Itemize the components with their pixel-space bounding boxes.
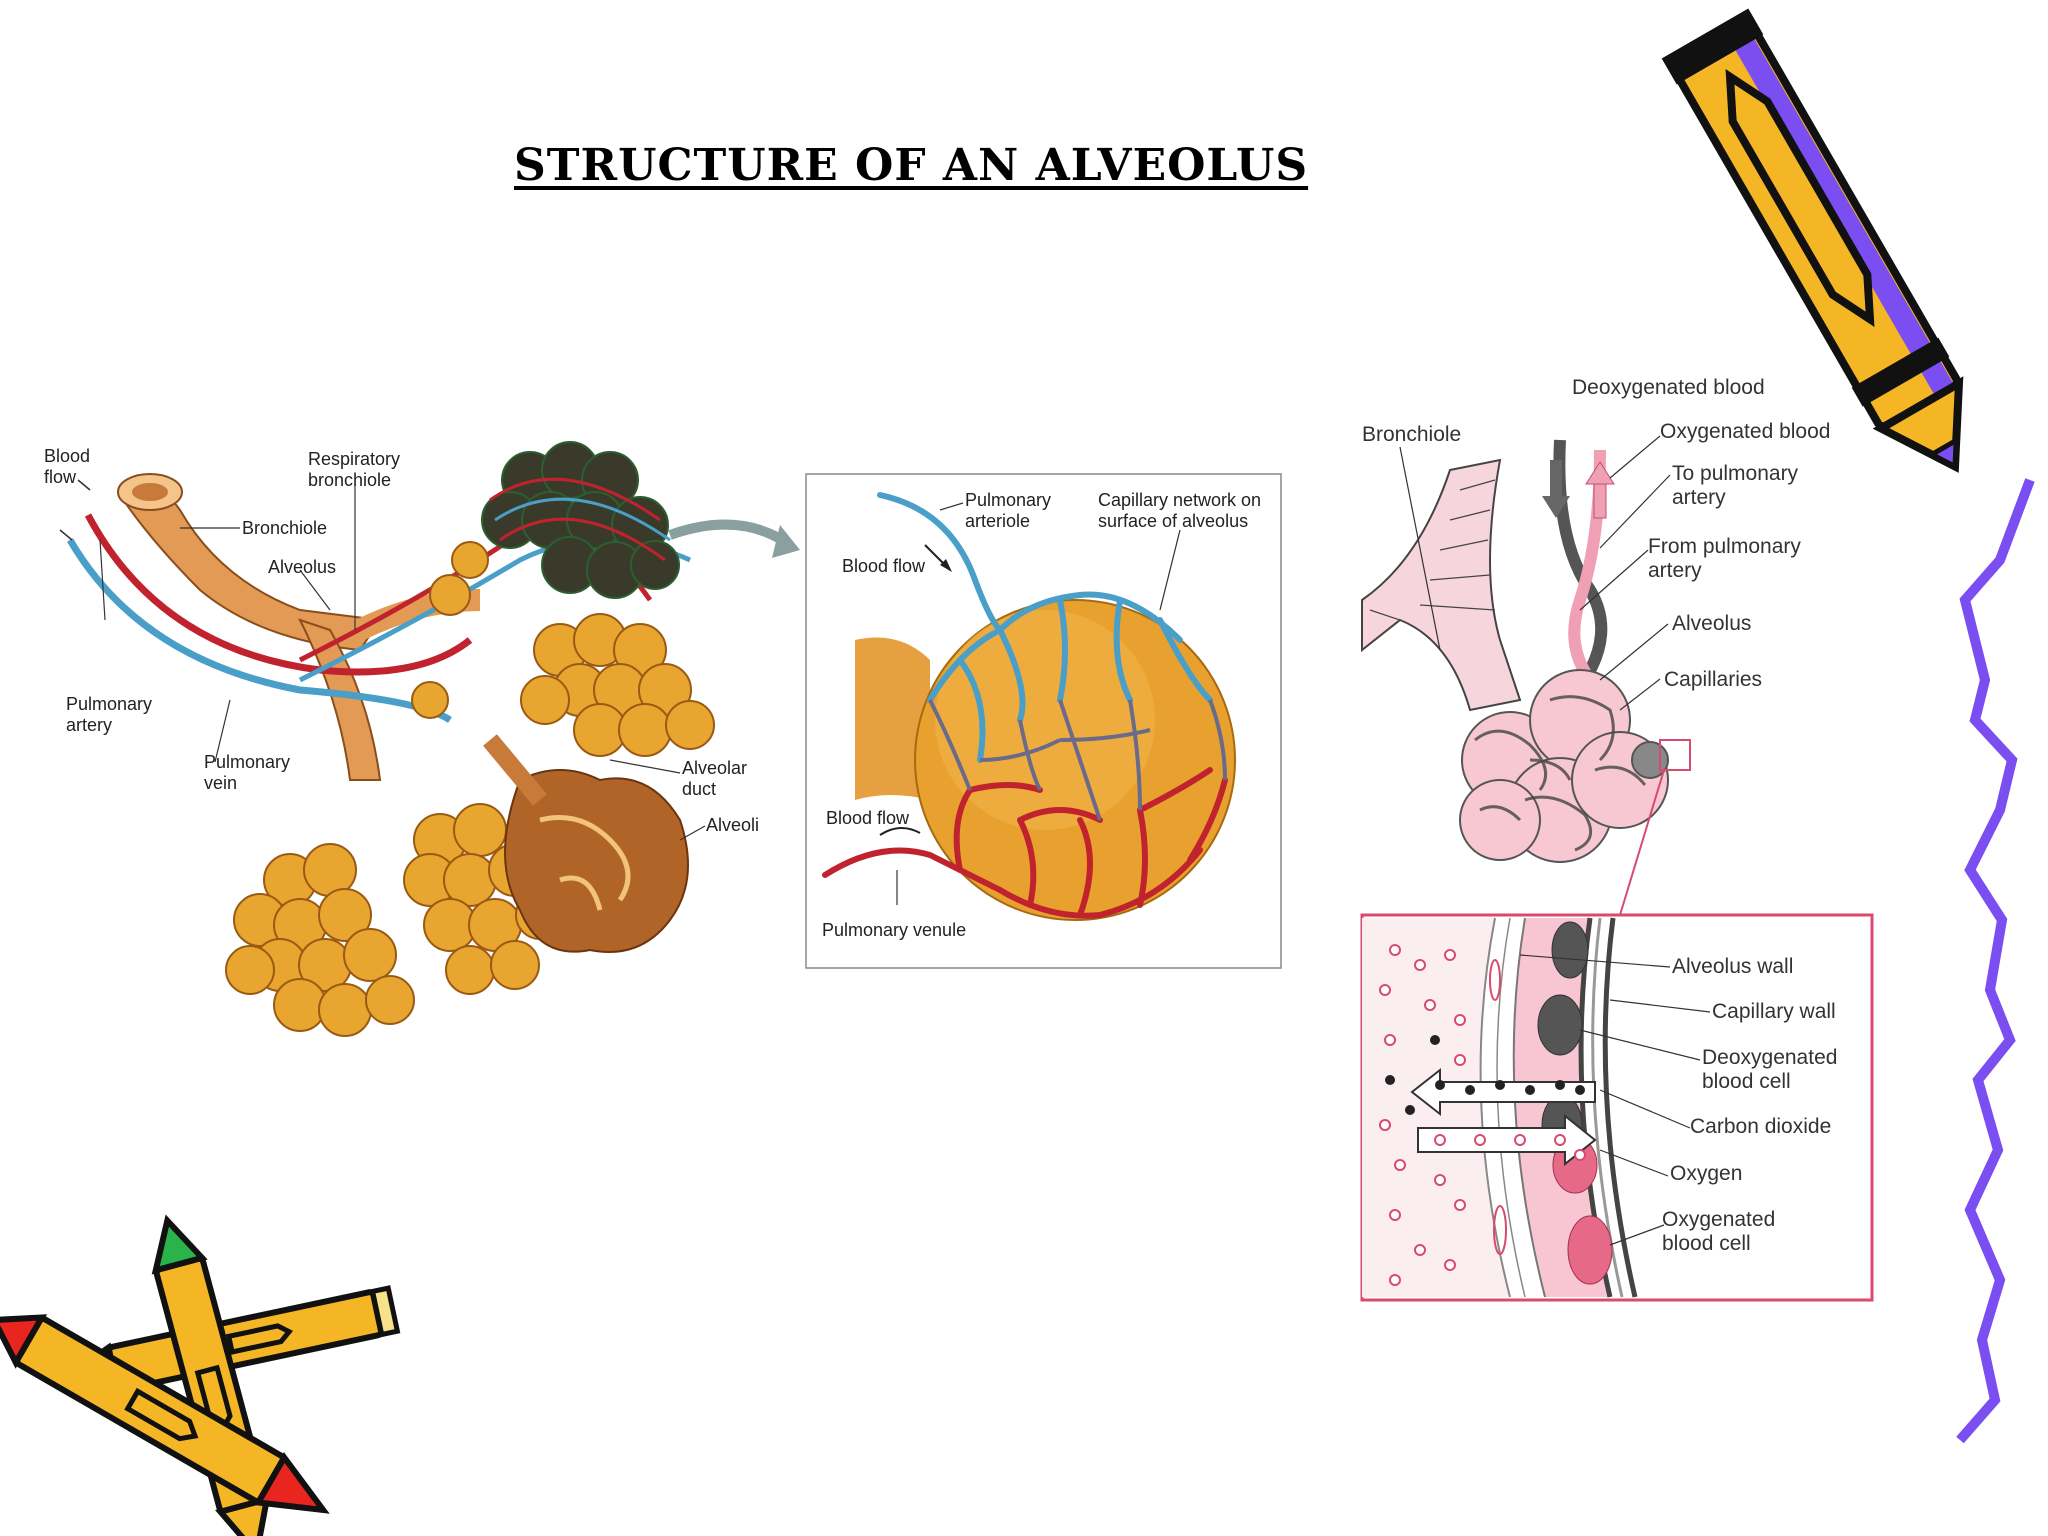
label-from-pulmonary-artery: From pulmonary artery [1648,535,1801,583]
label-alveoli: Alveoli [706,815,760,835]
label-pulmonary-vein: Pulmonary vein [204,752,291,793]
label-capillary-network: Capillary network on surface of alveolus [1098,490,1262,531]
label-alveolar-duct: Alveolar duct [682,758,748,799]
label-oxygenated-blood-cell: Oxygenated blood cell [1662,1208,1776,1256]
label-alveolus-2: Alveolus [1672,612,1752,635]
label-bronchiole: Bronchiole [242,518,328,538]
label-alveolus: Alveolus [268,557,337,577]
label-blood-flow-out: Blood flow [826,808,910,828]
page-title: STRUCTURE OF AN ALVEOLUS [514,140,1309,191]
label-deoxygenated-blood: Deoxygenated blood [1572,376,1765,399]
label-to-pulmonary-artery: To pulmonary artery [1672,462,1799,510]
label-alveolus-wall: Alveolus wall [1672,955,1794,978]
label-capillary-wall: Capillary wall [1712,1000,1836,1023]
label-pulmonary-artery: Pulmonary artery [66,694,153,735]
label-carbon-dioxide: Carbon dioxide [1690,1115,1832,1138]
label-bronchiole-2: Bronchiole [1362,423,1462,446]
label-blood-flow-in: Blood flow [842,556,926,576]
label-oxygenated-blood: Oxygenated blood [1660,420,1831,443]
label-oxygen: Oxygen [1670,1162,1743,1185]
label-pulmonary-venule: Pulmonary venule [822,920,967,940]
label-deoxygenated-blood-cell: Deoxygenated blood cell [1702,1046,1838,1094]
label-blood-flow: Blood flow [44,446,91,487]
label-capillaries: Capillaries [1664,668,1763,691]
label-pulmonary-arteriole: Pulmonary arteriole [965,490,1052,531]
label-respiratory-bronchiole: Respiratory bronchiole [308,449,401,490]
